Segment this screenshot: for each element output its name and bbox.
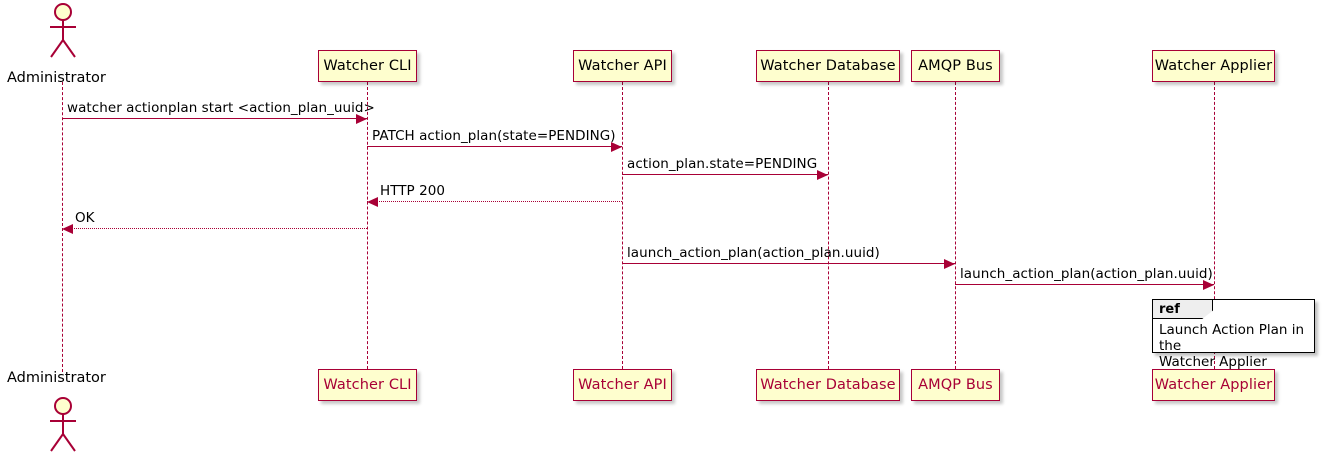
lifeline-amqp-bus: [954, 82, 956, 369]
message-label-m1: watcher actionplan start <action_plan_uu…: [67, 100, 375, 116]
participant-box-watcher-cli-bottom[interactable]: Watcher CLI: [318, 369, 417, 401]
message-line-m6: [622, 263, 955, 264]
participant-box-watcher-applier-bottom[interactable]: Watcher Applier: [1152, 369, 1275, 401]
message-label-m5: OK: [75, 210, 95, 226]
message-line-m5: [62, 228, 367, 229]
participant-label-amqp-bus-bottom: AMQP Bus: [918, 376, 993, 393]
message-label-m7: launch_action_plan(action_plan.uuid): [960, 266, 1213, 282]
message-label-m4: HTTP 200: [380, 183, 446, 199]
message-line-m3: [622, 174, 828, 175]
actor-administrator-top: [43, 2, 83, 64]
message-label-m6: launch_action_plan(action_plan.uuid): [627, 245, 880, 261]
participant-box-amqp-bus-bottom[interactable]: AMQP Bus: [911, 369, 1000, 401]
participant-box-amqp-bus-top[interactable]: AMQP Bus: [911, 50, 1000, 82]
participant-box-watcher-api-top[interactable]: Watcher API: [573, 50, 672, 82]
participant-label-watcher-cli-top: Watcher CLI: [323, 57, 412, 74]
ref-fragment-keyword-tab: ref: [1153, 300, 1213, 319]
lifeline-watcher-api: [621, 82, 623, 369]
participant-label-watcher-applier-top: Watcher Applier: [1154, 57, 1273, 74]
participant-label-watcher-applier-bottom: Watcher Applier: [1154, 376, 1273, 393]
ref-fragment-text-line-2: Watcher Applier: [1159, 354, 1267, 370]
actor-figure-icon: [50, 3, 76, 58]
lifeline-watcher-database: [827, 82, 829, 369]
participant-label-watcher-cli-bottom: Watcher CLI: [323, 376, 412, 393]
participant-box-watcher-database-bottom[interactable]: Watcher Database: [756, 369, 900, 401]
message-label-m3: action_plan.state=PENDING: [627, 156, 818, 172]
participant-box-watcher-api-bottom[interactable]: Watcher API: [573, 369, 672, 401]
message-arrowhead-m3: [817, 169, 828, 180]
participant-label-amqp-bus-top: AMQP Bus: [918, 57, 993, 74]
participant-label-administrator-top: Administrator: [7, 70, 106, 86]
participant-label-administrator-bottom: Administrator: [7, 370, 106, 386]
message-line-m4: [367, 201, 622, 202]
participant-label-watcher-database-bottom: Watcher Database: [760, 376, 896, 393]
participant-label-watcher-api-bottom: Watcher API: [578, 376, 667, 393]
participant-label-watcher-api-top: Watcher API: [578, 57, 667, 74]
message-arrowhead-m7: [1203, 279, 1214, 290]
lifeline-watcher-applier: [1213, 82, 1215, 369]
message-arrowhead-m4: [367, 196, 378, 207]
participant-label-watcher-database-top: Watcher Database: [760, 57, 896, 74]
message-label-m2: PATCH action_plan(state=PENDING): [372, 128, 616, 144]
participant-box-watcher-applier-top[interactable]: Watcher Applier: [1152, 50, 1275, 82]
lifeline-watcher-cli: [366, 82, 368, 369]
message-line-m2: [367, 146, 622, 147]
message-arrowhead-m1: [356, 113, 367, 124]
message-arrowhead-m5: [62, 223, 73, 234]
message-arrowhead-m6: [944, 258, 955, 269]
actor-figure-icon: [50, 397, 76, 452]
ref-fragment-keyword: ref: [1159, 301, 1180, 317]
message-arrowhead-m2: [611, 141, 622, 152]
actor-administrator-bottom: [43, 396, 83, 456]
ref-fragment-text-line-1: Launch Action Plan in the: [1159, 322, 1305, 354]
participant-box-watcher-database-top[interactable]: Watcher Database: [756, 50, 900, 82]
participant-box-watcher-cli-top[interactable]: Watcher CLI: [318, 50, 417, 82]
message-line-m7: [955, 284, 1214, 285]
message-line-m1: [62, 118, 367, 119]
